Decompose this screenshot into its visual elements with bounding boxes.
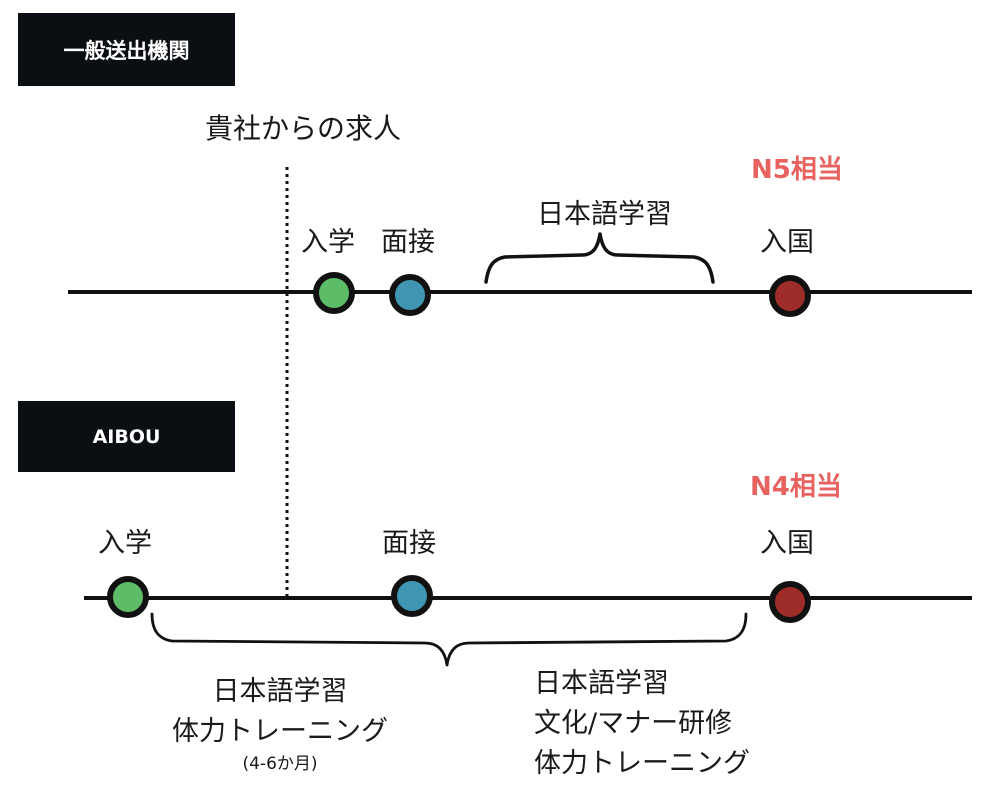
aibou-interview-label: 面接: [382, 528, 436, 559]
aibou-right-line-2: 文化/マナー研修: [534, 707, 733, 739]
general-agency-tag: 一般送出機関: [18, 13, 235, 86]
interview-point-aibou: [391, 575, 433, 617]
recruitment-label: 貴社からの求人: [205, 112, 402, 145]
aibou-duration-label: (4-6か月): [242, 753, 318, 774]
general-study-label: 日本語学習: [537, 199, 672, 230]
aibou-right-line-3: 体力トレーニング: [534, 747, 750, 779]
interview-point-general: [389, 274, 431, 316]
study-brace-general: [484, 232, 715, 284]
aibou-level-label: N4相当: [750, 472, 842, 502]
general-entry-label: 入国: [760, 227, 814, 258]
training-brace-aibou: [150, 612, 748, 667]
general-agency-tag-label: 一般送出機関: [63, 38, 190, 63]
aibou-left-line-1: 日本語学習: [212, 676, 348, 707]
aibou-pre-entry-details: 日本語学習 体力トレーニング (4-6か月): [145, 672, 415, 777]
general-admission-label: 入学: [301, 227, 355, 258]
general-interview-label: 面接: [381, 227, 435, 258]
aibou-tag: AIBOU: [18, 401, 235, 472]
aibou-right-line-1: 日本語学習: [534, 668, 669, 699]
aibou-entry-label: 入国: [760, 528, 814, 559]
aibou-admission-label: 入学: [98, 528, 152, 559]
entry-point-general: [769, 275, 811, 317]
admission-point-aibou: [107, 576, 149, 618]
entry-point-aibou: [769, 581, 811, 623]
general-level-label: N5相当: [751, 155, 843, 185]
aibou-post-interview-details: 日本語学習 文化/マナー研修 体力トレーニング: [534, 664, 794, 784]
aibou-left-line-2: 体力トレーニング: [172, 715, 388, 747]
aibou-tag-label: AIBOU: [92, 425, 161, 448]
admission-point-general: [313, 272, 355, 314]
